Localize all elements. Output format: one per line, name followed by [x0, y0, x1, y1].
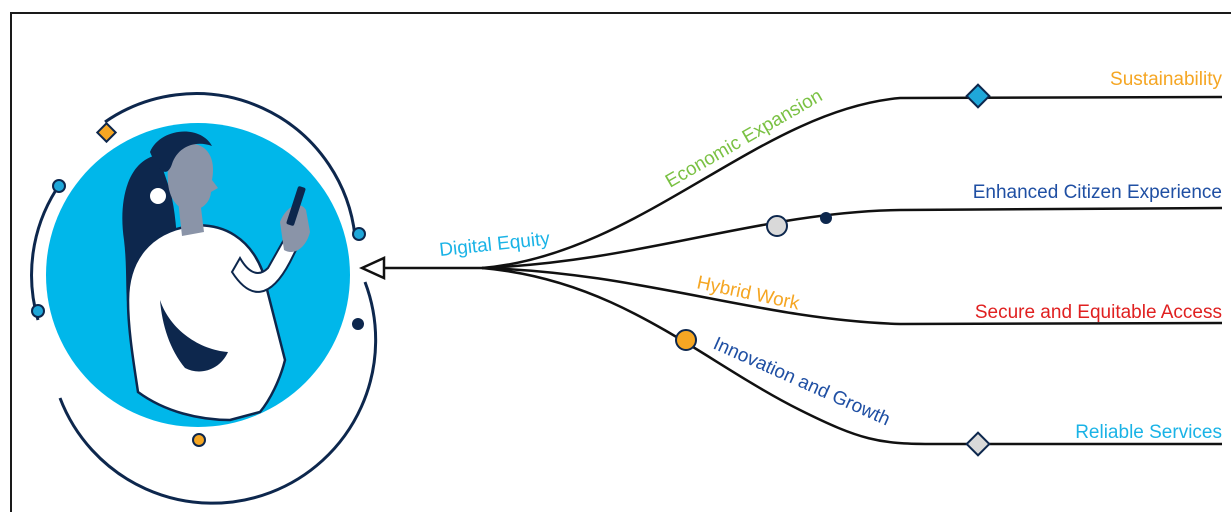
- orange-diamond-marker: [95, 121, 118, 144]
- branch-line-sustainability: [481, 95, 1223, 270]
- person-illustration: [30, 92, 378, 505]
- navy-dot-marker: [820, 212, 832, 224]
- gray-circle-marker: [766, 215, 788, 237]
- label-economic-expansion: Economic Expansion: [662, 85, 826, 192]
- earring-icon: [148, 186, 168, 206]
- ring-marker-orange-bottom: [192, 433, 206, 447]
- outcome-sustainability: Sustainability: [1110, 69, 1222, 90]
- coat-fold-icon: [160, 300, 228, 372]
- label-digital-equity: Digital Equity: [438, 228, 551, 261]
- ring-marker-blue-left: [31, 304, 45, 318]
- ring-marker-navy-right: [352, 318, 364, 330]
- outer-ring-arc-top: [104, 92, 357, 237]
- teal-diamond-marker: [965, 83, 991, 109]
- arrowhead-icon: [358, 256, 386, 280]
- ring-marker-blue-right: [352, 227, 366, 241]
- branch-line-citizen-experience: [481, 206, 1223, 270]
- diagram-frame: [10, 12, 1231, 512]
- branch-line-secure-access: [481, 266, 1223, 326]
- branch-lines: [385, 95, 1223, 446]
- outer-ring-arc-left: [30, 189, 58, 321]
- label-innovation-growth: Innovation and Growth: [710, 333, 893, 430]
- label-hybrid-work: Hybrid Work: [695, 272, 802, 314]
- hand-icon: [280, 205, 310, 252]
- outer-ring-arc-bottom: [58, 281, 378, 505]
- outcome-citizen-experience: Enhanced Citizen Experience: [973, 182, 1222, 203]
- outcome-secure-access: Secure and Equitable Access: [975, 302, 1222, 323]
- orange-circle-marker: [675, 329, 697, 351]
- face-icon: [167, 143, 218, 211]
- ring-marker-blue-top: [52, 179, 66, 193]
- phone-icon: [286, 186, 306, 226]
- hair-top-icon: [150, 131, 212, 172]
- gray-diamond-marker: [965, 431, 991, 457]
- branch-line-reliable-services: [481, 266, 1222, 446]
- outcome-reliable-services: Reliable Services: [1075, 422, 1222, 443]
